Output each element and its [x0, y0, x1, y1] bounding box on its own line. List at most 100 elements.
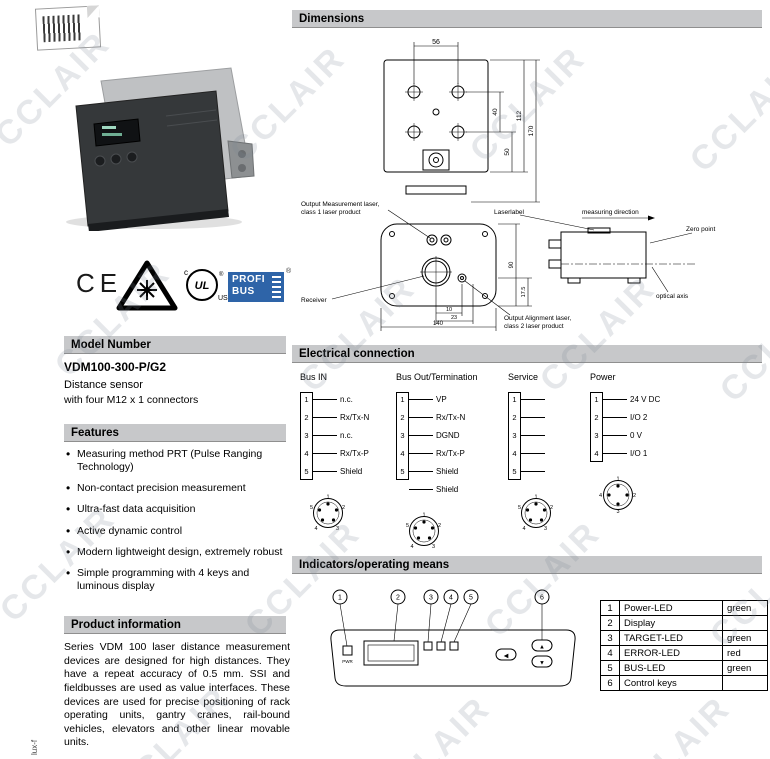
- pin-wire: [603, 398, 627, 400]
- indicators-table: 1 Power-LED green 2 Display 3 TARGET-LED…: [600, 600, 768, 691]
- face-pin-number: 3: [616, 509, 619, 515]
- pin-row: 1: [508, 390, 590, 408]
- face-pin-number: 1: [616, 477, 619, 483]
- connector-title: Bus IN: [300, 372, 328, 382]
- pin-number: 4: [594, 448, 599, 458]
- indicator-name: Display: [619, 615, 723, 631]
- face-pin-number: 2: [550, 505, 553, 511]
- pin-number: 2: [304, 412, 309, 422]
- down-arrow-key-icon: ▼: [539, 661, 545, 667]
- face-pin-number: 5: [518, 505, 521, 511]
- stamp-fold-corner: [86, 5, 100, 18]
- product-info-text: Series VDM 100 laser distance measuremen…: [64, 641, 290, 749]
- indicator-no: 6: [600, 675, 620, 691]
- label-measurement-laser-2: class 1 laser product: [301, 209, 361, 216]
- pin-number: 2: [512, 412, 517, 422]
- pin-wire: [603, 452, 627, 454]
- pin-wire: [313, 452, 337, 454]
- indicator-color: green: [722, 600, 768, 616]
- dim-50: 50: [504, 148, 511, 156]
- face-pin-number: 1: [422, 513, 425, 519]
- pin-label: Shield: [436, 466, 459, 476]
- edge-note: lux-f: [30, 739, 39, 755]
- up-arrow-key-icon: ▲: [539, 645, 545, 651]
- pin-label: Rx/Tx-P: [340, 448, 369, 458]
- pin-wire: [603, 434, 627, 436]
- ul-text: UL: [195, 280, 210, 292]
- table-row: 5 BUS-LED green: [600, 660, 768, 676]
- features-list: Measuring method PRT (Pulse Ranging Tech…: [64, 447, 288, 601]
- face-pin-number: 5: [310, 505, 313, 511]
- face-pin-number: 2: [633, 493, 636, 499]
- model-number-header: Model Number: [64, 336, 286, 354]
- pin-label: I/O 1: [630, 448, 648, 458]
- ce-mark: CE: [76, 268, 123, 298]
- pwr-led-label: PWR: [342, 659, 353, 664]
- indicator-color: green: [722, 660, 768, 676]
- pin-row: 3: [508, 426, 590, 444]
- label-zero-point: Zero point: [686, 226, 715, 233]
- label-optical-axis: optical axis: [656, 293, 689, 300]
- face-pin-number: 2: [342, 505, 345, 511]
- dim-170: 170: [528, 125, 535, 136]
- product-photo: [66, 67, 255, 231]
- dim-90: 90: [509, 261, 515, 268]
- pin-number: 1: [594, 394, 599, 404]
- pin-row: 5: [508, 462, 590, 480]
- pin-number: 5: [304, 466, 309, 476]
- pin-wire: [409, 434, 433, 436]
- indicator-color: [722, 615, 768, 631]
- indicator-color: green: [722, 630, 768, 646]
- feature-item: Measuring method PRT (Pulse Ranging Tech…: [64, 447, 288, 474]
- pin-wire: [313, 434, 337, 436]
- pin-wire: [409, 398, 433, 400]
- pin-wire: [313, 398, 337, 400]
- barcode-bars: [42, 14, 82, 43]
- table-row: 2 Display: [600, 615, 768, 631]
- ul-c-text: c: [184, 268, 188, 277]
- pin-label: n.c.: [340, 394, 353, 404]
- feature-item: Non-contact precision measurement: [64, 481, 288, 496]
- callout-5: 5: [469, 595, 473, 602]
- pin-number: 2: [400, 412, 405, 422]
- face-pin-number: 3: [336, 526, 339, 532]
- laser-warning-icon: [116, 260, 178, 311]
- pin-label: I/O 2: [630, 412, 648, 422]
- indicator-no: 4: [600, 645, 620, 661]
- model-desc-1: Distance sensor: [64, 379, 143, 391]
- pin-row: 2 I/O 2: [590, 408, 710, 426]
- label-measuring-direction: measuring direction: [582, 209, 639, 216]
- connector-title: Power: [590, 372, 616, 382]
- indicator-no: 2: [600, 615, 620, 631]
- table-row: 6 Control keys: [600, 675, 768, 691]
- m12-connector-face: 1 2 3 4 5: [310, 495, 345, 533]
- face-pin-number: 4: [522, 526, 525, 532]
- indicator-name: Control keys: [619, 675, 723, 691]
- table-row: 3 TARGET-LED green: [600, 630, 768, 646]
- pin-number: 5: [512, 466, 517, 476]
- operating-panel-drawing: 1 2 3 4 5 6 PWR ◀ ▲ ▼: [330, 589, 576, 687]
- indicator-color: red: [722, 645, 768, 661]
- face-pin-number: 5: [406, 523, 409, 529]
- watermark: CCLAIR: [607, 688, 739, 759]
- pin-wire: [521, 416, 545, 418]
- pin-wire: [409, 488, 433, 490]
- face-pin-number: 4: [314, 526, 317, 532]
- pin-label: n.c.: [340, 430, 353, 440]
- pin-number: 2: [594, 412, 599, 422]
- pin-number: 3: [400, 430, 405, 440]
- pin-label: 0 V: [630, 430, 643, 440]
- indicator-no: 1: [600, 600, 620, 616]
- ul-listed-icon: UL c US ®: [184, 268, 228, 302]
